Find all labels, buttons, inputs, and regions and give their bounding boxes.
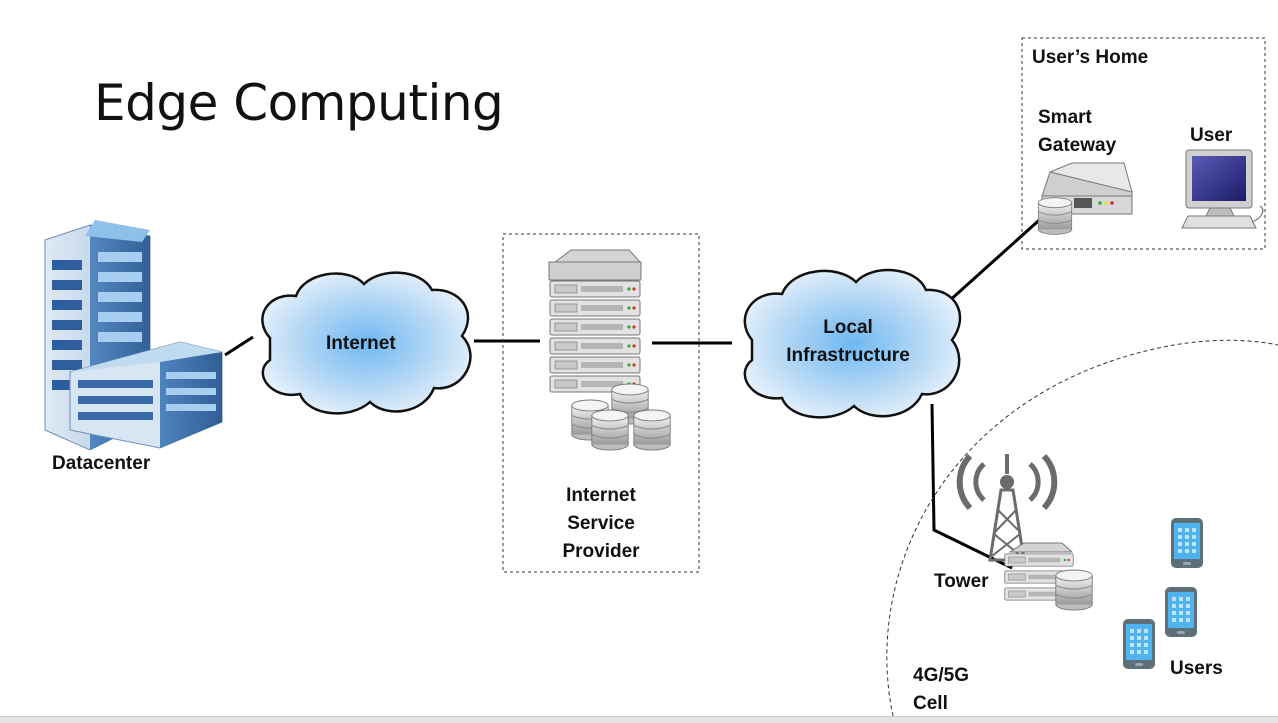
cell-label: 4G/5G Cell bbox=[913, 662, 969, 718]
smart-gateway-label-line-2: Gateway bbox=[1038, 135, 1117, 156]
tower-icon bbox=[956, 453, 1058, 562]
building-icon bbox=[44, 220, 223, 451]
users-label: Users bbox=[1170, 658, 1223, 679]
database-icon bbox=[571, 383, 671, 451]
smart-gateway-label-line-1: Smart bbox=[1038, 107, 1092, 128]
gateway-icon bbox=[1037, 162, 1133, 235]
local-infrastructure-label: Local Infrastructure bbox=[773, 314, 923, 370]
slide-title: Edge Computing bbox=[94, 74, 504, 132]
local-infrastructure-label-line-2: Infrastructure bbox=[786, 345, 910, 366]
smart-gateway-label: Smart Gateway bbox=[1038, 104, 1116, 160]
link-local-tower bbox=[930, 403, 1013, 570]
server-rack-icon bbox=[1004, 542, 1093, 611]
cell-label-line-1: 4G/5G bbox=[913, 665, 969, 686]
bottom-rule bbox=[0, 716, 1278, 723]
cloud-icon bbox=[743, 268, 962, 419]
tower-label: Tower bbox=[934, 571, 989, 592]
phone-icon bbox=[1171, 518, 1203, 568]
phone-icon bbox=[1123, 619, 1155, 669]
datacenter-label: Datacenter bbox=[52, 453, 151, 474]
users-home-label: User’s Home bbox=[1032, 47, 1149, 68]
isp-label: Internet Service Provider bbox=[541, 482, 661, 566]
link-local-home bbox=[946, 212, 1048, 304]
user-label: User bbox=[1190, 125, 1233, 146]
links bbox=[224, 212, 1048, 570]
phone-icon bbox=[1165, 587, 1197, 637]
cell-label-line-2: Cell bbox=[913, 693, 948, 714]
isp-label-line-1: Internet bbox=[566, 485, 636, 506]
local-infrastructure-label-line-1: Local bbox=[823, 317, 873, 338]
internet-label: Internet bbox=[326, 333, 396, 354]
isp-label-line-3: Provider bbox=[562, 541, 640, 562]
users-home-box bbox=[1021, 37, 1266, 250]
isp-label-line-2: Service bbox=[567, 513, 635, 534]
server-rack-icon bbox=[548, 249, 642, 393]
cloud-icon bbox=[261, 271, 472, 415]
isp-box bbox=[502, 233, 700, 573]
computer-icon bbox=[1181, 149, 1264, 229]
link-datacenter-internet bbox=[224, 335, 254, 357]
cell-boundary bbox=[886, 339, 1278, 717]
